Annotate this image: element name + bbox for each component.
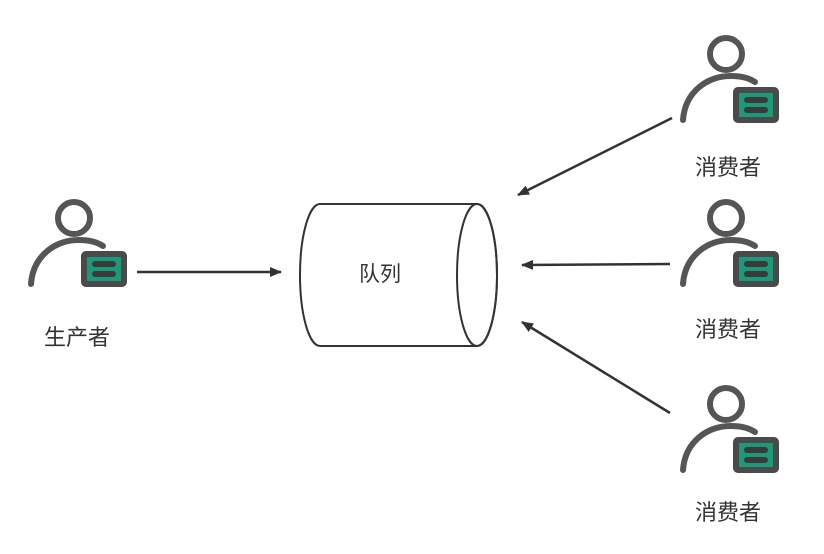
queue-label: 队列 xyxy=(359,262,401,286)
consumer-user-icon xyxy=(683,202,779,287)
producer-label: 生产者 xyxy=(43,326,111,351)
consumer-arrow xyxy=(521,259,671,270)
consumer-label: 消费者 xyxy=(694,501,762,526)
producer-user-icon xyxy=(31,202,127,287)
queue-cylinder xyxy=(299,203,498,347)
consumer-label: 消费者 xyxy=(694,156,762,181)
consumer-user-icon xyxy=(683,388,779,473)
consumer-user-icon xyxy=(683,38,779,123)
consumer-arrow xyxy=(521,320,671,415)
consumer-label: 消费者 xyxy=(694,318,762,343)
consumer-arrow xyxy=(517,116,673,197)
